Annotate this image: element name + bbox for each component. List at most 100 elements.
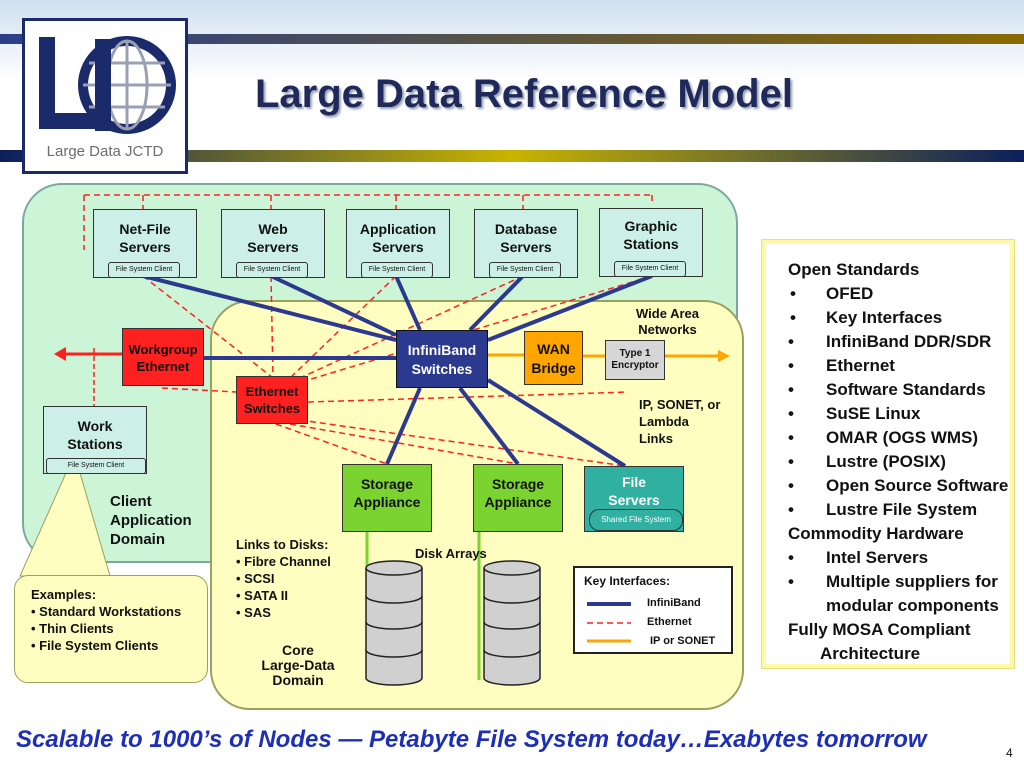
logo-caption: Large Data JCTD [46, 143, 164, 160]
disk-array-2 [483, 560, 541, 686]
standards-list-item: Commodity Hardware [788, 522, 1008, 546]
key-interfaces-legend: Key Interfaces: InfiniBand Ethernet IP o… [573, 566, 733, 654]
standards-list-text: Open Standards [788, 260, 920, 279]
standards-list-text: Lustre File System [826, 500, 978, 519]
file-system-client-badge: File System Client [361, 262, 433, 278]
bullet-icon: • [790, 308, 796, 327]
standards-list-item: • InfiniBand DDR/SDR [788, 330, 1008, 354]
server-label: Database Servers [494, 221, 558, 255]
file-system-client-badge: File System Client [46, 458, 146, 474]
standards-list-item: • Lustre File System [788, 498, 1008, 522]
standards-list-text: Key Interfaces [826, 308, 943, 327]
type-1-encryptor[interactable]: Type 1 Encryptor [605, 340, 665, 380]
examples-item: • Thin Clients [31, 621, 114, 636]
legend-label-ip-sonet: IP or SONET [650, 635, 716, 647]
graphic-stations[interactable]: Graphic Stations File System Client [599, 208, 703, 277]
standards-list-text: Intel Servers [826, 548, 929, 567]
standards-list-text: Open Source Software [826, 476, 1009, 495]
wan-bridge[interactable]: WAN Bridge [524, 331, 583, 385]
bullet-icon: • [788, 380, 794, 399]
bullet-icon: • [788, 356, 794, 375]
standards-list-item: modular components [788, 594, 1008, 618]
legend-label-ethernet: Ethernet [647, 616, 692, 628]
page-title: Large Data Reference Model [255, 72, 793, 116]
links-to-disks: Links to Disks: • Fibre Channel • SCSI •… [236, 536, 331, 621]
standards-list-item: • OFED [788, 282, 1008, 306]
storage-appliance-2[interactable]: Storage Appliance [473, 464, 563, 532]
examples-callout: Examples: • Standard Workstations • Thin… [14, 575, 208, 683]
bullet-icon: • [788, 476, 794, 495]
standards-list-text: SuSE Linux [826, 404, 921, 423]
standards-list-text: Commodity Hardware [788, 524, 964, 543]
standards-list-text: OFED [826, 284, 874, 303]
infiniband-switches[interactable]: InfiniBand Switches [396, 330, 488, 388]
bullet-icon: • [788, 548, 794, 567]
standards-list-text: Architecture [820, 644, 921, 663]
bullet-icon: • [790, 284, 796, 303]
standards-list-item: • OMAR (OGS WMS) [788, 426, 1008, 450]
file-system-client-badge: File System Client [489, 262, 561, 278]
standards-list-item: •Multiple suppliers for [788, 570, 1008, 594]
bullet-icon: • [788, 452, 794, 471]
disk-array-1 [365, 560, 423, 686]
work-stations-label: Work Stations [67, 418, 123, 452]
bullet-icon: • [788, 332, 794, 351]
database-servers[interactable]: Database Servers File System Client [474, 209, 578, 278]
links-to-disks-title: Links to Disks: [236, 537, 329, 552]
standards-list-text: Fully MOSA Compliant [788, 620, 971, 639]
web-servers[interactable]: Web Servers File System Client [221, 209, 325, 278]
logo: Large Data JCTD [22, 18, 188, 174]
net-file-servers[interactable]: Net-File Servers File System Client [93, 209, 197, 278]
standards-list-item: Fully MOSA Compliant [788, 618, 1008, 642]
core-large-data-domain-label: Core Large-Data Domain [261, 642, 335, 688]
bullet-icon: • [788, 428, 794, 447]
wide-area-networks-label: Wide Area Networks [636, 306, 699, 337]
standards-list: Open Standards • OFED • Key Interfaces • Infin… [788, 258, 1008, 666]
standards-list-text: modular components [826, 596, 999, 615]
application-servers[interactable]: Application Servers File System Client [346, 209, 450, 278]
standards-list-text: Ethernet [826, 356, 895, 375]
file-system-client-badge: File System Client [614, 261, 686, 277]
work-stations[interactable]: Work Stations File System Client [43, 406, 147, 474]
ethernet-switches[interactable]: Ethernet Switches [236, 376, 308, 424]
links-to-disks-item: • SCSI [236, 571, 275, 586]
standards-list-item: • Key Interfaces [788, 306, 1008, 330]
workgroup-ethernet[interactable]: Workgroup Ethernet [122, 328, 204, 386]
standards-list-text: Software Standards [826, 380, 986, 399]
bullet-icon: • [788, 500, 794, 519]
file-servers[interactable]: File Servers Shared File System [584, 466, 684, 532]
ip-sonet-lambda-label: IP, SONET, or Lambda Links [639, 397, 721, 446]
server-label: Net-File Servers [119, 221, 171, 255]
file-system-client-badge: File System Client [236, 262, 308, 278]
standards-list-text: OMAR (OGS WMS) [826, 428, 979, 447]
examples-title: Examples: [31, 587, 97, 602]
header-divider-stripe [0, 150, 1024, 162]
storage-appliance-1[interactable]: Storage Appliance [342, 464, 432, 532]
client-application-domain-label: Client Application Domain [110, 493, 192, 548]
standards-list-text: InfiniBand DDR/SDR [826, 332, 992, 351]
standards-list-item: • Software Standards [788, 378, 1008, 402]
key-interfaces-title: Key Interfaces: [584, 574, 671, 588]
server-label: Web Servers [247, 221, 299, 255]
standards-list-item: • Open Source Software [788, 474, 1008, 498]
server-label: Graphic Stations [623, 218, 679, 252]
bullet-icon: • [788, 572, 794, 591]
encryptor-label: Type 1 Encryptor [611, 348, 659, 371]
globe-logo-icon [39, 36, 176, 134]
examples-item: • Standard Workstations [31, 604, 182, 619]
legend-swatches [587, 602, 631, 643]
server-label: Application Servers [359, 221, 437, 255]
disk-arrays-label: Disk Arrays [415, 546, 487, 561]
standards-panel: Open Standards • OFED • Key Interfaces • Infin… [762, 240, 1014, 668]
header-stripe [0, 34, 1024, 44]
standards-list-item: • Intel Servers [788, 546, 1008, 570]
page-number: 4 [1006, 746, 1013, 760]
examples-item: • File System Clients [31, 638, 159, 653]
links-to-disks-item: • Fibre Channel [236, 554, 331, 569]
standards-list-text: Lustre (POSIX) [826, 452, 946, 471]
standards-list-item: •SuSE Linux [788, 402, 1008, 426]
standards-list-item: Open Standards [788, 258, 1008, 282]
file-servers-label: File Servers [608, 474, 660, 508]
legend-label-infiniband: InfiniBand [647, 597, 701, 609]
standards-list-item: • Lustre (POSIX) [788, 450, 1008, 474]
